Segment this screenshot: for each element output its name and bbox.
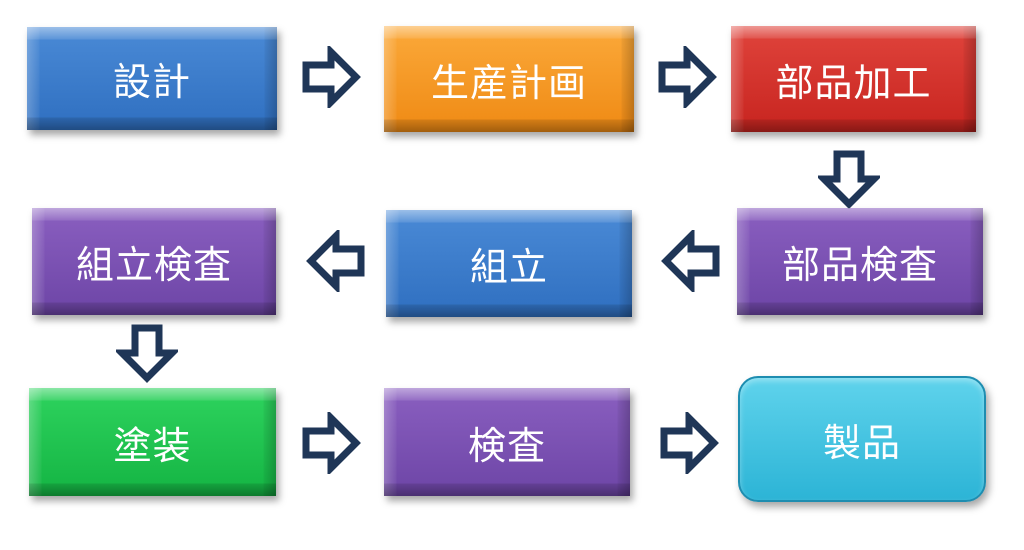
step-label: 塗装 bbox=[113, 423, 192, 468]
arrow-right-icon bbox=[300, 46, 362, 108]
step-box-parts-machining: 部品加工 bbox=[731, 26, 976, 132]
arrow-left-icon bbox=[305, 230, 367, 292]
step-box-design: 設計 bbox=[27, 27, 277, 130]
step-box-painting: 塗装 bbox=[29, 388, 276, 496]
arrow-right-icon bbox=[656, 46, 718, 108]
step-box-assembly-inspection: 組立検査 bbox=[32, 208, 276, 315]
step-box-inspection: 検査 bbox=[384, 388, 630, 496]
arrow-right-icon bbox=[658, 412, 720, 474]
step-box-product: 製品 bbox=[738, 376, 986, 502]
arrow-down-icon bbox=[116, 322, 178, 384]
step-box-parts-inspection: 部品検査 bbox=[737, 208, 983, 315]
step-label: 組立検査 bbox=[75, 243, 232, 287]
step-label: 製品 bbox=[822, 420, 901, 465]
arrow-right-icon bbox=[300, 412, 362, 474]
step-label: 検査 bbox=[467, 423, 546, 468]
step-label: 部品検査 bbox=[781, 243, 938, 287]
arrow-down-icon bbox=[818, 148, 880, 210]
step-box-assembly: 組立 bbox=[386, 210, 632, 317]
arrow-left-icon bbox=[660, 230, 722, 292]
step-label: 部品加工 bbox=[775, 60, 932, 105]
step-label: 生産計画 bbox=[430, 60, 587, 105]
step-label: 組立 bbox=[469, 245, 548, 289]
step-box-production-planning: 生産計画 bbox=[384, 26, 634, 132]
step-label: 設計 bbox=[112, 60, 191, 104]
